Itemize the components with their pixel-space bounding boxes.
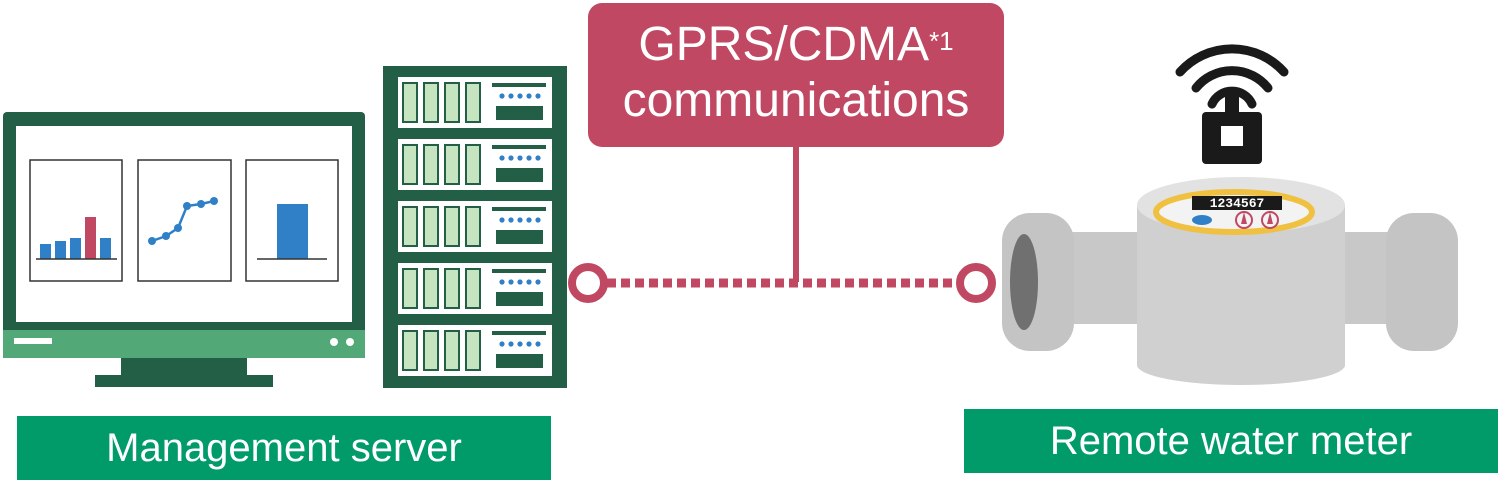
footnote-mark: *1: [929, 26, 954, 56]
monitor-icon: [3, 112, 365, 387]
single-bar-panel: [245, 159, 339, 282]
management-server-text: Management server: [106, 425, 462, 470]
water-meter-icon: 1234567: [1002, 177, 1458, 385]
wifi-signal-icon: [1175, 44, 1289, 109]
server-unit: [398, 325, 552, 376]
line-chart-panel: [137, 159, 232, 282]
server-rack-icon: [383, 66, 567, 388]
meter-counter: 1234567: [1210, 196, 1265, 211]
remote-water-meter-text: Remote water meter: [1049, 418, 1413, 463]
communication-line2: communications: [622, 74, 970, 127]
communication-line1: GPRS/CDMA: [638, 18, 930, 71]
remote-water-meter-label: Remote water meter: [964, 409, 1498, 473]
server-unit: [398, 77, 552, 128]
server-unit: [398, 139, 552, 190]
padlock-icon: [1202, 94, 1262, 164]
communication-label: GPRS/CDMA*1 communications: [588, 3, 1004, 147]
server-unit: [398, 263, 552, 314]
management-server-label: Management server: [17, 416, 551, 480]
server-unit: [398, 201, 552, 252]
bar-chart-panel: [29, 159, 123, 282]
communication-link: [568, 145, 996, 303]
